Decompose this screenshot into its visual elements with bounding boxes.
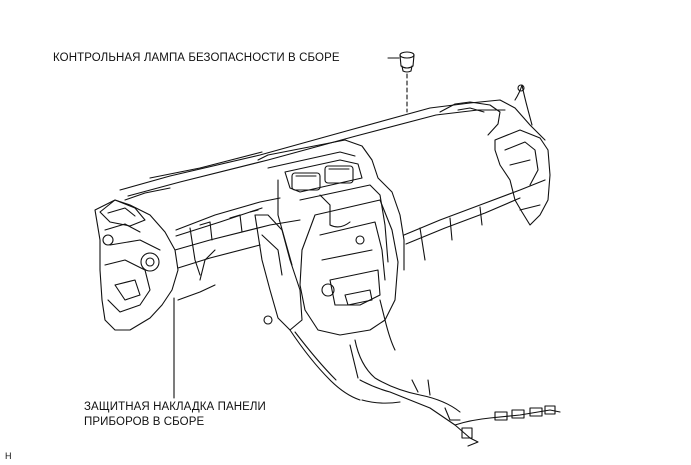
instrument-pad-label-line1: ЗАЩИТНАЯ НАКЛАДКА ПАНЕЛИ (84, 401, 266, 413)
security-lamp-label: КОНТРОЛЬНАЯ ЛАМПА БЕЗОПАСНОСТИ В СБОРЕ (53, 52, 340, 64)
figure-code: H (5, 451, 12, 461)
instrument-pad-label-line2: ПРИБОРОВ В СБОРЕ (84, 416, 205, 428)
instrument-panel-body (94, 84, 551, 336)
wire-harness (289, 299, 561, 447)
security-lamp-part (399, 51, 415, 73)
